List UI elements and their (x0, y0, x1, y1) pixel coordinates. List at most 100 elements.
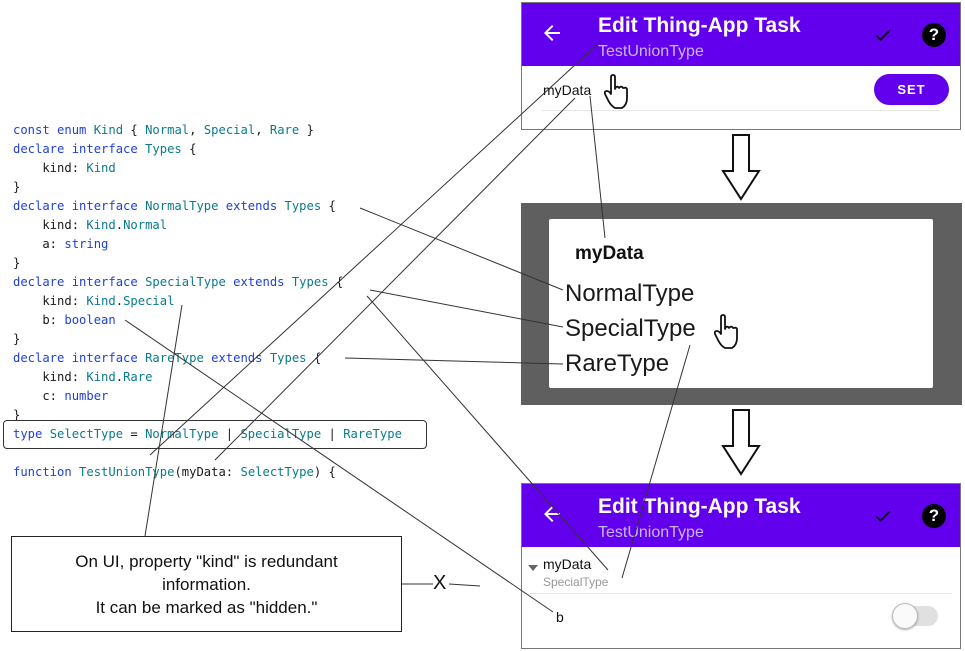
code-line: } (13, 254, 402, 273)
app-bar-title: Edit Thing-App Task (598, 495, 801, 518)
code-token: { (181, 142, 197, 156)
app-bar-subtitle: TestUnionType (598, 524, 704, 541)
code-token: declare interface (13, 351, 146, 365)
down-arrow-icon (721, 409, 761, 476)
screen-edit-task-initial: Edit Thing-App Task TestUnionType ? myDa… (521, 2, 961, 130)
field-value-selected-type: SpecialType (543, 575, 609, 589)
code-token: kind: (13, 370, 87, 384)
code-token: b: (13, 313, 65, 327)
code-token: Kind (86, 370, 116, 384)
app-bar: Edit Thing-App Task TestUnionType ? (522, 3, 960, 66)
code-token: Types (284, 199, 322, 213)
screen-edit-task-result: Edit Thing-App Task TestUnionType ? myDa… (521, 483, 961, 649)
back-arrow-icon[interactable] (540, 21, 564, 45)
code-token: extends (203, 351, 270, 365)
code-token: boolean (64, 313, 116, 327)
code-token: SelectType (240, 465, 314, 479)
code-token: ) { (313, 465, 336, 479)
app-bar-title: Edit Thing-App Task (598, 14, 801, 37)
note-line-3: It can be marked as "hidden." (95, 598, 318, 617)
code-token: string (64, 237, 109, 251)
code-token: Types (291, 275, 329, 289)
note-line-1: On UI, property "kind" is redundant (75, 552, 338, 571)
code-token: NormalType (145, 199, 219, 213)
x-mark: X (433, 572, 447, 594)
code-token: { (306, 351, 322, 365)
code-line: function TestUnionType(myData: SelectTyp… (13, 463, 402, 482)
code-token: SelectType (49, 427, 124, 441)
code-line: c: number (13, 387, 402, 406)
code-token: TestUnionType (79, 465, 175, 479)
select-dialog-backdrop: myData NormalType SpecialType RareType (521, 203, 962, 405)
app-bar-subtitle: TestUnionType (598, 43, 704, 60)
code-line: } (13, 330, 402, 349)
code-token: { (321, 199, 336, 213)
code-token: (myData: (174, 465, 241, 479)
code-token: Kind (86, 161, 116, 175)
code-token: { (123, 123, 146, 137)
down-arrow-icon (721, 134, 761, 201)
code-token: a: (13, 237, 65, 251)
code-line: kind: Kind.Normal (13, 216, 402, 235)
check-icon[interactable] (872, 506, 894, 526)
toggle-b-knob[interactable] (892, 603, 918, 629)
divider (542, 110, 940, 111)
dialog-title: myData (575, 243, 644, 264)
code-line: a: string (13, 235, 402, 254)
dialog-option-raretype[interactable]: RareType (565, 350, 670, 377)
code-token: Special (123, 294, 175, 308)
code-token: } (13, 332, 21, 346)
code-token: declare interface (13, 142, 146, 156)
connector-line (448, 583, 481, 587)
code-token: kind: (13, 294, 87, 308)
code-token: . (115, 370, 124, 384)
field-label-b: b (556, 609, 564, 625)
field-label-mydata: myData (543, 82, 592, 98)
code-line: kind: Kind (13, 159, 402, 178)
divider (530, 593, 952, 594)
app-bar: Edit Thing-App Task TestUnionType ? (522, 484, 960, 547)
select-type-highlight-box (3, 420, 427, 449)
code-token: Rare (269, 123, 300, 137)
code-token: SpecialType (145, 275, 226, 289)
dialog-option-normaltype[interactable]: NormalType (565, 280, 695, 307)
code-token: Types (145, 142, 182, 156)
code-token: RareType (145, 351, 204, 365)
field-label-mydata[interactable]: myData (543, 556, 592, 572)
code-token: extends (225, 275, 292, 289)
code-token: number (64, 389, 109, 403)
form-row: myData SET (522, 66, 960, 129)
code-token: . (115, 294, 124, 308)
help-icon[interactable]: ? (922, 23, 946, 47)
code-token: Kind (93, 123, 124, 137)
dropdown-triangle-icon[interactable] (528, 565, 538, 571)
code-token: } (13, 408, 21, 422)
code-token: declare interface (13, 199, 146, 213)
code-token: } (13, 256, 21, 270)
code-token: kind: (13, 218, 87, 232)
code-line: declare interface NormalType extends Typ… (13, 197, 402, 216)
back-arrow-icon[interactable] (540, 502, 564, 526)
dialog-option-specialtype[interactable]: SpecialType (565, 315, 696, 342)
code-token: Normal (145, 123, 190, 137)
code-token: } (13, 180, 21, 194)
check-icon[interactable] (872, 25, 894, 45)
code-line: kind: Kind.Rare (13, 368, 402, 387)
code-token: } (299, 123, 314, 137)
code-token: Kind (86, 294, 116, 308)
code-token: function (13, 465, 80, 479)
code-token: Types (269, 351, 307, 365)
set-button[interactable]: SET (874, 74, 949, 105)
code-token: Kind (86, 218, 116, 232)
select-dialog: myData NormalType SpecialType RareType (549, 219, 933, 388)
code-token: type (13, 427, 50, 441)
hand-pointer-icon (713, 314, 738, 349)
code-token: declare interface (13, 275, 146, 289)
form-area: myData SpecialType b (522, 547, 960, 648)
code-token: , (255, 123, 270, 137)
code-token: . (115, 218, 124, 232)
help-icon[interactable]: ? (922, 504, 946, 528)
code-line: declare interface SpecialType extends Ty… (13, 273, 402, 292)
code-token: Rare (123, 370, 153, 384)
code-line: declare interface Types { (13, 140, 402, 159)
